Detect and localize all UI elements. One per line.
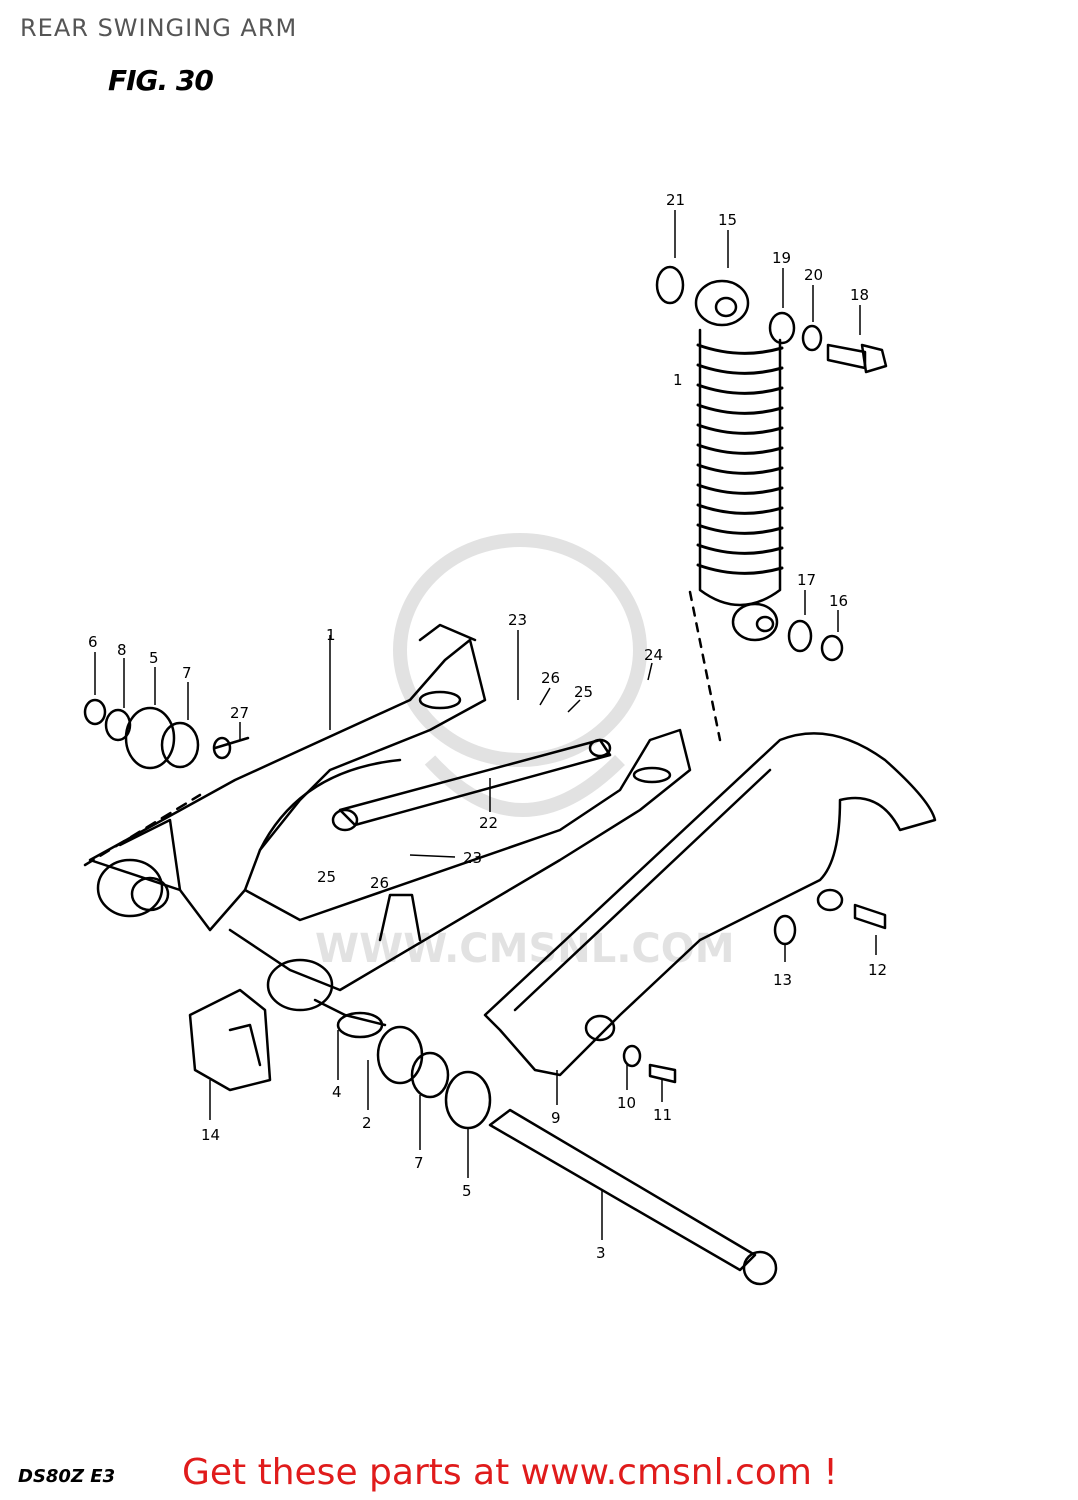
nut-16 xyxy=(820,634,844,662)
figure-label: FIG. 30 xyxy=(108,64,214,97)
callout-21: 21 xyxy=(666,191,685,209)
page-title: REAR SWINGING ARM xyxy=(20,14,298,42)
bolt-12 xyxy=(853,903,887,930)
callout-16: 16 xyxy=(829,592,848,610)
nut-10 xyxy=(622,1044,642,1068)
callout-20: 20 xyxy=(804,266,823,284)
callout-7-bottom: 7 xyxy=(414,1154,424,1172)
watermark-logo xyxy=(393,533,647,817)
callout-3: 3 xyxy=(596,1244,606,1262)
callout-18: 18 xyxy=(850,286,869,304)
washer-17 xyxy=(787,619,813,653)
swing-arm xyxy=(83,623,692,1012)
callout-27: 27 xyxy=(230,704,249,722)
callout-1-arm: 1 xyxy=(326,626,336,644)
callout-25-top: 25 xyxy=(574,683,593,701)
bracket-14 xyxy=(188,988,272,1092)
chain-adjuster-rod xyxy=(331,738,612,832)
model-code: DS80Z E3 xyxy=(18,1466,116,1487)
pivot-axle xyxy=(488,1108,778,1286)
chain-case xyxy=(483,732,937,1077)
callout-25-bottom: 25 xyxy=(317,868,336,886)
callout-26-bottom: 26 xyxy=(370,874,389,892)
rear-shock-absorber xyxy=(694,279,784,642)
nut-20 xyxy=(801,324,823,352)
callout-23-top: 23 xyxy=(508,611,527,629)
callout-5-bottom: 5 xyxy=(462,1182,472,1200)
callout-11: 11 xyxy=(653,1106,672,1124)
callout-1-shock: 1 xyxy=(673,371,683,389)
callout-12: 12 xyxy=(868,961,887,979)
bolt-11 xyxy=(648,1063,677,1084)
callout-17: 17 xyxy=(797,571,816,589)
callout-15: 15 xyxy=(718,211,737,229)
callout-labels: 21 15 19 20 18 1 17 16 6 8 5 7 27 1 23 2… xyxy=(88,191,887,1262)
callout-8: 8 xyxy=(117,641,127,659)
washer-21 xyxy=(655,265,685,305)
callout-24: 24 xyxy=(644,646,663,664)
callout-19: 19 xyxy=(772,249,791,267)
callout-7-top: 7 xyxy=(182,664,192,682)
washer-13 xyxy=(773,914,797,946)
callout-13: 13 xyxy=(773,971,792,989)
callout-2: 2 xyxy=(362,1114,372,1132)
washer-19 xyxy=(768,311,796,345)
callout-5-top: 5 xyxy=(149,649,159,667)
callout-4: 4 xyxy=(332,1083,342,1101)
callout-9: 9 xyxy=(551,1109,561,1127)
callout-6: 6 xyxy=(88,633,98,651)
bolt-18 xyxy=(826,343,888,374)
callout-26-top: 26 xyxy=(541,669,560,687)
callout-14: 14 xyxy=(201,1126,220,1144)
ad-banner-link[interactable]: Get these parts at www.cmsnl.com ! xyxy=(182,1452,838,1493)
callout-10: 10 xyxy=(617,1094,636,1112)
callout-23-bottom: 23 xyxy=(463,849,482,867)
callout-22: 22 xyxy=(479,814,498,832)
bushing-assembly xyxy=(83,698,492,1130)
